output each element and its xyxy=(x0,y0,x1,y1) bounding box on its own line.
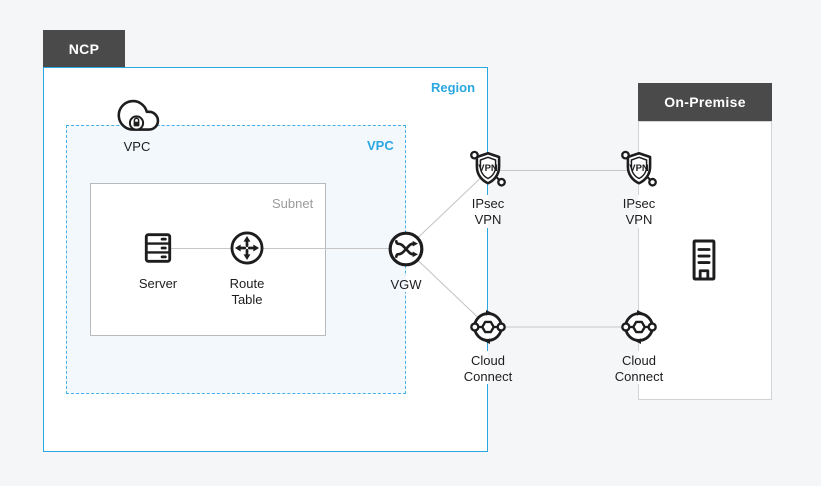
cloud-connect-icon xyxy=(621,310,657,344)
vpc-node-label: VPC xyxy=(123,139,151,154)
cloud-connect-region-label: Cloud Connect xyxy=(463,353,513,384)
cloud-connect-onprem-label: Cloud Connect xyxy=(614,353,664,384)
border-gap-patch xyxy=(486,351,490,384)
region-label: Region xyxy=(431,80,476,95)
ipsec-vpn-onprem-label: IPsec VPN xyxy=(622,196,656,227)
server-icon xyxy=(144,233,172,263)
connection-vgw-cloudconnect xyxy=(405,248,489,328)
border-gap-patch xyxy=(636,195,640,228)
subnet-container xyxy=(90,183,326,336)
vpn-badge-text: VPN xyxy=(478,163,498,174)
vpc-box-label: VPC xyxy=(367,138,394,153)
node-cloud-connect-onprem: Cloud Connect xyxy=(597,306,681,384)
vgw-icon xyxy=(388,231,424,267)
vpn-shield-icon: VPN xyxy=(470,150,506,187)
server-node-label: Server xyxy=(138,276,178,291)
border-gap-patch xyxy=(486,195,490,228)
node-ipsec-vpn-region: VPN IPsec VPN xyxy=(446,147,530,227)
vgw-node-label: VGW xyxy=(390,277,422,292)
node-vgw: VGW xyxy=(364,229,448,293)
cloud-connect-icon xyxy=(470,310,506,344)
border-gap-patch xyxy=(636,351,640,384)
vpn-badge-text: VPN xyxy=(629,163,649,174)
building-icon xyxy=(692,239,716,281)
route-table-node-label: Route Table xyxy=(229,276,265,307)
ipsec-vpn-region-label: IPsec VPN xyxy=(471,196,505,227)
border-gap-patch xyxy=(404,276,408,292)
node-server: Server xyxy=(116,229,200,292)
connection-vgw-ipsec xyxy=(405,170,489,250)
route-table-icon xyxy=(230,231,264,265)
node-vpc: VPC xyxy=(95,99,179,155)
node-ipsec-vpn-onprem: VPN IPsec VPN xyxy=(597,147,681,227)
on-premise-header: On-Premise xyxy=(638,83,772,121)
node-route-table: Route Table xyxy=(205,229,289,307)
node-onprem-server xyxy=(662,237,746,283)
node-cloud-connect-region: Cloud Connect xyxy=(446,306,530,384)
subnet-label: Subnet xyxy=(272,196,314,211)
cloud-lock-icon xyxy=(117,99,160,131)
ncp-header: NCP xyxy=(43,30,125,67)
vpn-shield-icon: VPN xyxy=(621,150,657,187)
